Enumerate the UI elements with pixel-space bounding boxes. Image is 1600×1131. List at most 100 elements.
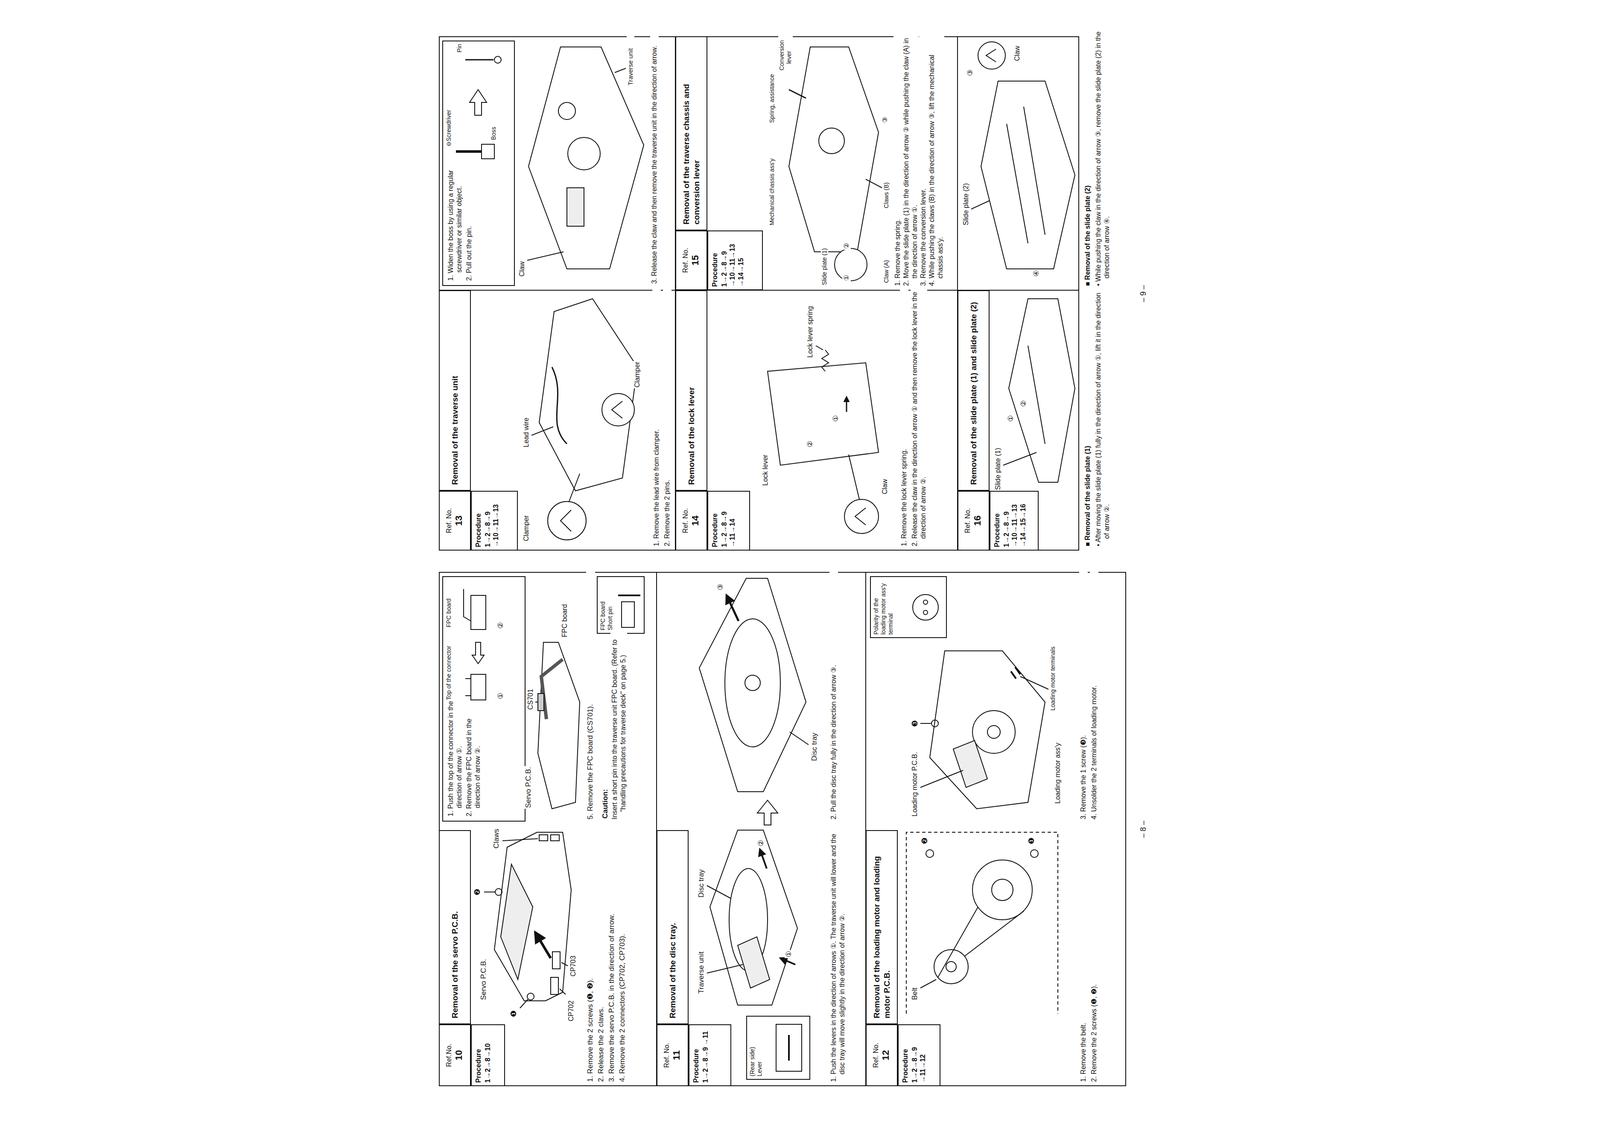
boss-pin-drawing (455, 150, 482, 153)
procedure-cell: Procedure1→2→8→9 →11→12 (897, 1024, 941, 1087)
traverse-chassis-drawing (788, 89, 806, 99)
servo-pcb-drawing (484, 832, 572, 1009)
procedure-cell: Procedure1→2→8→9 →11→14 (707, 490, 751, 551)
servo-pcb-drawing (502, 838, 538, 841)
cell-text: 12 (880, 1050, 892, 1061)
traverse-unit-drawing (614, 68, 626, 73)
part-label: Boss (490, 125, 498, 141)
loading-motor-drawing (912, 594, 1049, 809)
cell-text: 1→2→8→9 →10→11→13 →14→15 (720, 233, 746, 287)
part-label: Servo P.C.B. (479, 958, 489, 1002)
part-label: Claws (B) (882, 181, 891, 210)
connector-detail-drawing (463, 589, 486, 701)
cell-heading: Ref. No. (963, 508, 973, 534)
instruction-text: 2. Release the claw in the direction of … (910, 286, 928, 547)
procedure-cell: Procedure1→2→8→10 (470, 1024, 506, 1087)
servo-pcb-drawing (535, 932, 551, 959)
traverse-chassis-drawing (865, 179, 882, 188)
cell-text: 2. Remove the FPC board in the direction… (464, 693, 482, 817)
instruction-text: 2. Move the slide plate (1) in the direc… (902, 29, 919, 287)
traverse-chassis-drawing (788, 46, 882, 281)
traverse-chassis-drawing (834, 248, 868, 281)
cell-text: 16 (972, 515, 984, 526)
disc-tray-drawing (706, 830, 802, 1072)
procedure-cell: Procedure1→2→8→9 →11 (688, 1024, 732, 1087)
traverse-chassis-drawing (788, 46, 879, 252)
cell-text: Short pin (606, 579, 614, 631)
disc-tray-out-drawing (699, 578, 806, 792)
connector-detail-drawing (472, 642, 485, 664)
callout-number: ③ (880, 116, 890, 124)
instruction-text: 1. Remove the 2 screws (❶, ❷). (586, 821, 596, 1083)
instruction-text: 4. Unsolder the 2 terminals of loading m… (1089, 567, 1099, 820)
ref-number-cell: Ref.No.10 (438, 1024, 471, 1087)
disc-tray-out-drawing (789, 732, 809, 745)
cell-heading: Ref.No. (444, 1043, 454, 1067)
lock-lever-drawing (848, 454, 860, 500)
lead-wire-drawing (611, 401, 623, 419)
direction-arrow (757, 800, 778, 826)
belt-drawing (991, 879, 1014, 901)
instruction-box: 1. Push the top of the connector in the … (442, 576, 526, 822)
instruction-text: 1. Remove the belt. (1079, 821, 1088, 1083)
callout-number: ❶ (1027, 836, 1037, 846)
lead-wire-drawing (547, 501, 587, 541)
procedure-cell: Procedure1→2→8→9 →10→11→13 (470, 490, 518, 551)
part-label: Belt (910, 986, 920, 1002)
instruction-text: ■ Removal of the slide plate (2) (1083, 29, 1092, 287)
servo-pcb-drawing (550, 835, 560, 841)
lead-wire-drawing (601, 393, 635, 427)
cell-text: 1→2→8→9 →10→11→13 →14→15→16 (1002, 494, 1028, 548)
lead-wire-drawing (539, 298, 638, 491)
part-label: Traverse unit (697, 950, 707, 995)
instruction-text: • While pushing the claw in the directio… (1094, 29, 1111, 287)
manual-page: Ref. No.13Removal of the traverse unitPr… (438, 36, 1165, 551)
servo-pcb-drawing (552, 951, 561, 970)
disc-tray-drawing (776, 1024, 802, 1072)
loading-motor-drawing (923, 610, 928, 615)
part-label: Claws (492, 828, 502, 850)
lock-lever-drawing (767, 345, 879, 534)
loading-motor-drawing (920, 723, 932, 725)
cell-text: 15 (689, 255, 702, 266)
connector-detail-drawing (465, 678, 471, 680)
part-label: Claw (1013, 44, 1022, 62)
instruction-text: FPC board (445, 577, 453, 628)
lead-wire-drawing (551, 367, 567, 444)
servo-pcb-drawing (519, 999, 529, 1009)
belt-drawing (972, 860, 1033, 920)
connector-detail-drawing (463, 589, 471, 622)
part-label: CP703 (569, 954, 578, 978)
part-label: Lead wire (522, 417, 531, 449)
title-cell: Removal of the traverse unit (438, 290, 471, 491)
cell-heading: Removal of the slide plate (1) and slide… (968, 301, 979, 485)
procedure-cell: Procedure1→2→8→9 →10→11→13 →14→15→16 (989, 490, 1039, 551)
instruction-text: 2. Remove the 2 screws (❶, ❷). (1089, 821, 1099, 1083)
lead-wire-drawing (531, 298, 638, 541)
ref-number-cell: Ref. No.12 (865, 1024, 898, 1087)
loading-motor-drawing (912, 594, 939, 621)
instruction-text: Loading motor terminals (1049, 639, 1057, 711)
belt-drawing (920, 979, 937, 989)
belt-drawing (925, 849, 934, 858)
callout-number: ① (496, 691, 506, 701)
part-label: FPC board (560, 603, 570, 639)
callout-number: ② (496, 621, 506, 630)
cell-heading: Procedure (474, 1027, 483, 1084)
disc-tray-drawing (709, 830, 798, 1006)
loading-motor-drawing (923, 600, 928, 605)
instruction-text: ■ Removal of the slide plate (1) (1083, 286, 1092, 547)
callout-number: ② (756, 839, 766, 848)
instruction-text: 4. While pushing the claws (B) in the di… (927, 29, 945, 287)
slide-plate-drawing (1003, 452, 1037, 466)
inset-box: FPC boardShort pin (596, 576, 645, 634)
fpc-board-drawing (535, 701, 538, 703)
instruction-text: Top of the connector (445, 641, 453, 701)
slide-plate-drawing (978, 41, 1006, 70)
short-pin-drawing (621, 601, 635, 628)
cell-text: Lever (756, 1019, 764, 1077)
cell-heading: Removal of the disc tray. (667, 923, 678, 1019)
cell-heading: Removal of the traverse chassis and conv… (681, 42, 701, 225)
slide-plate-drawing (971, 41, 1075, 483)
cell-text: 1→2→8→9 →10→11→13 (483, 494, 501, 548)
